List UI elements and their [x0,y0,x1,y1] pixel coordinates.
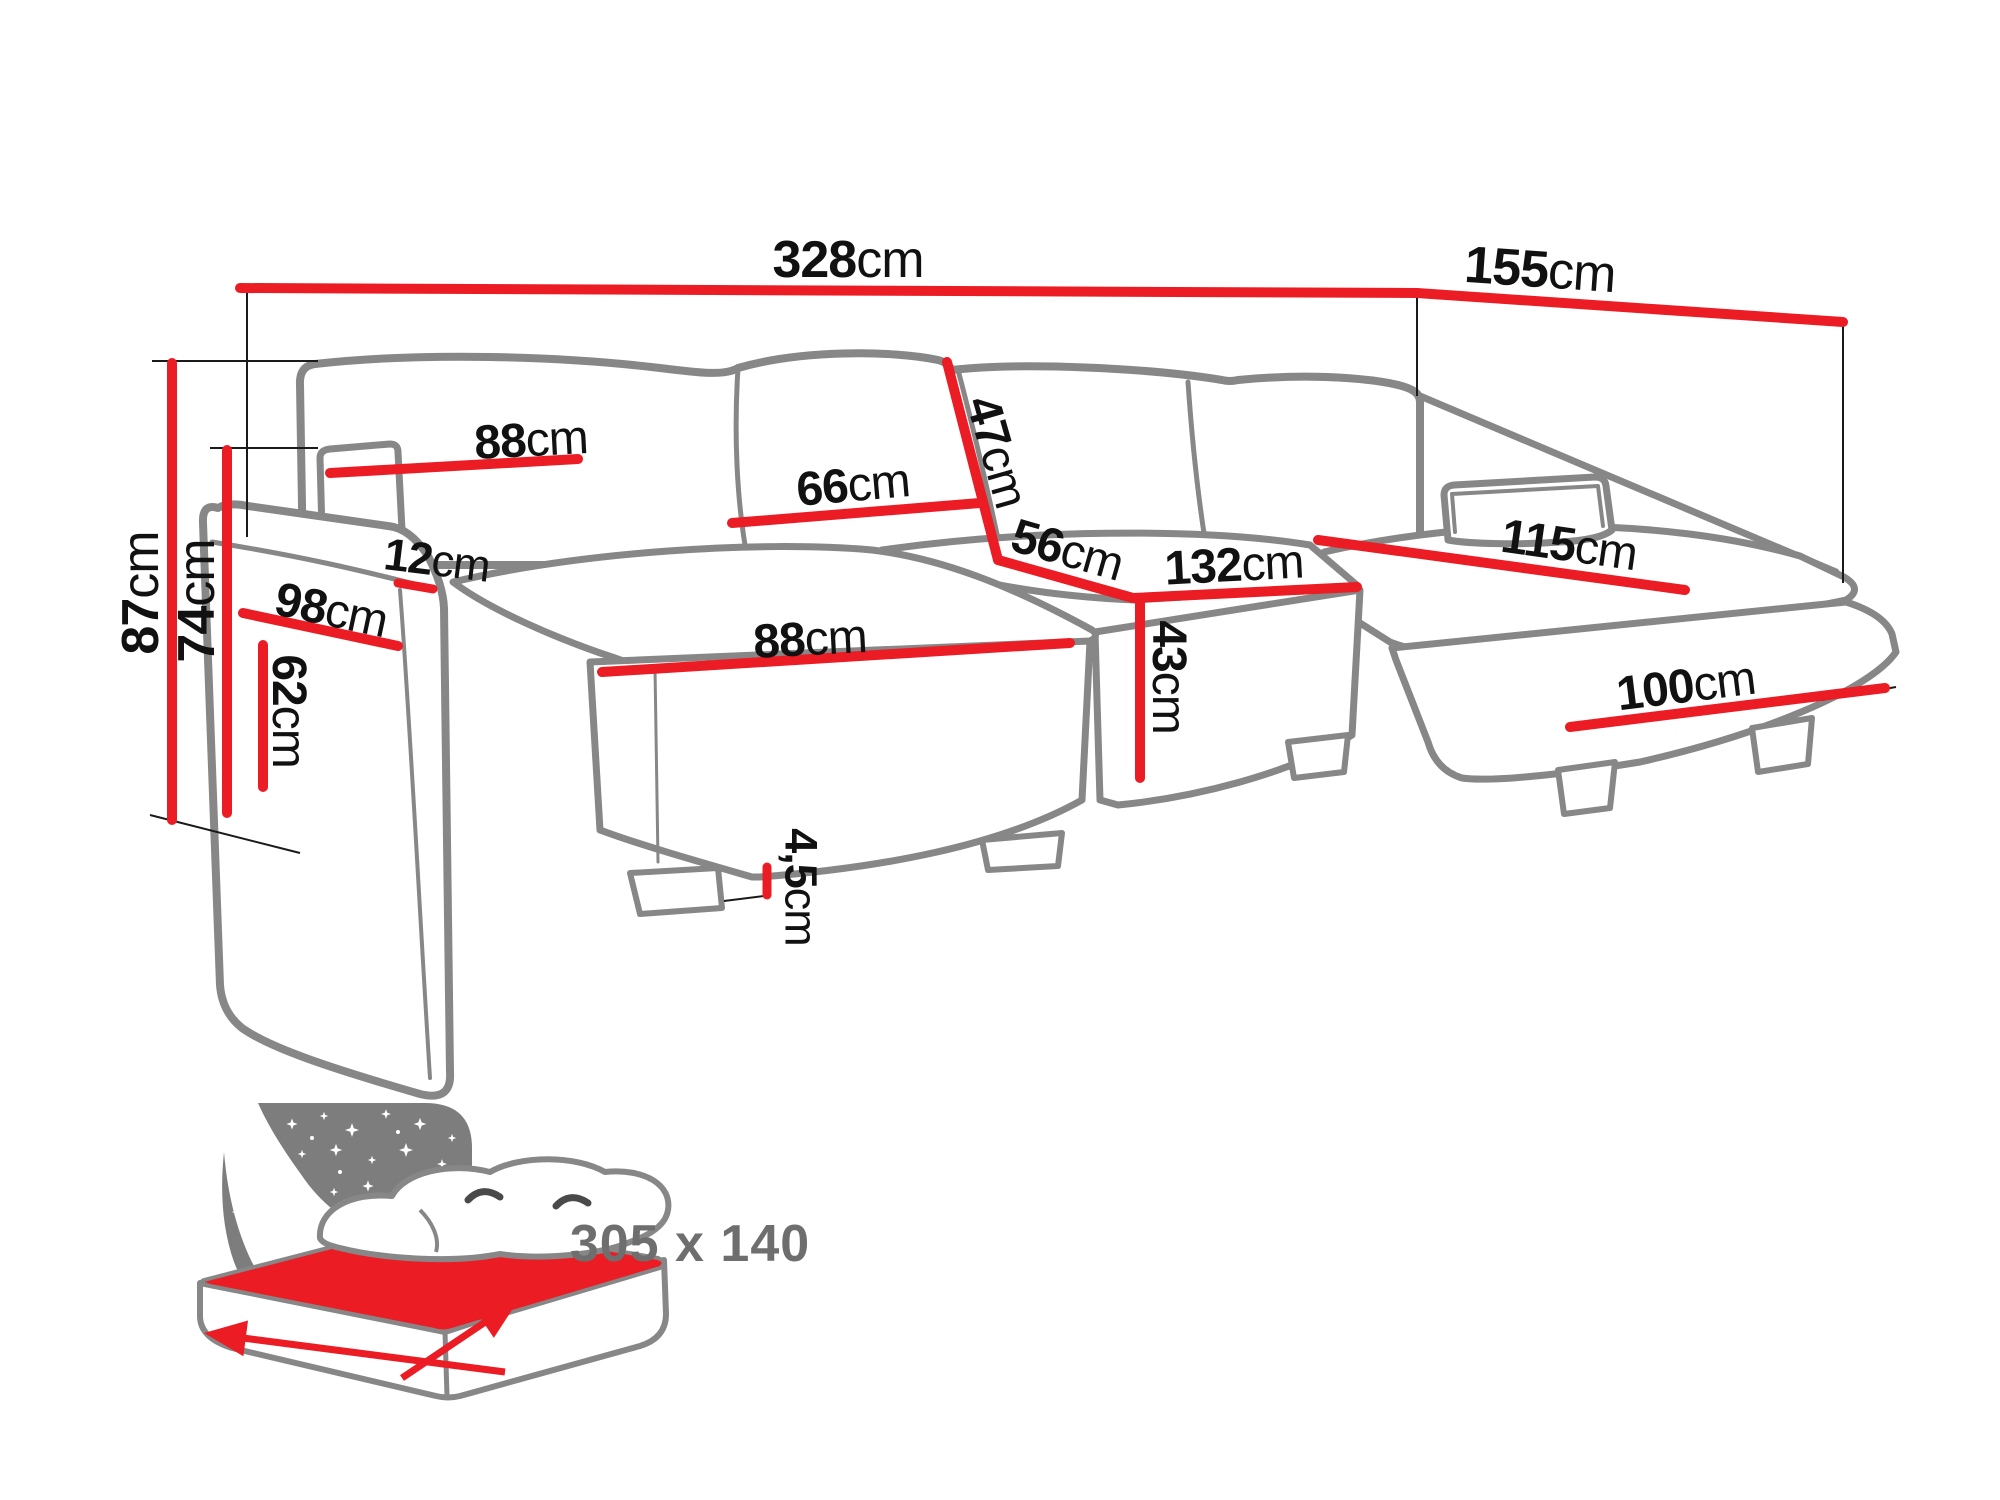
right-chaise-front [1388,598,1900,783]
sofa-outline [198,349,1900,1100]
dim-seat-height: 43cm [1142,620,1195,734]
dimension-line-chaise-depth [238,608,403,651]
dimension-line-back-cushion-height [942,357,1003,565]
dimension-line-right-chaise-width [1565,683,1890,732]
unfold-arrow-left [204,1320,506,1376]
dim-total-width: 328cm [772,231,924,289]
dim-armrest-top-width: 12cm [381,528,493,592]
right-chaise-cushion-seam [1450,484,1605,534]
dimension-line-back-cushion-width [325,454,583,478]
dim-back-cushion-width: 88cm [472,411,589,470]
blanket [316,1156,672,1263]
dimension-line-middle-back-cushion-width [727,498,985,528]
pillow-seam-1 [733,365,751,565]
right-back-edge [1416,392,1840,576]
dimension-lines [167,283,1890,900]
dim-total-height: 87cm [112,531,170,655]
dimension-line-armrest-top-width [393,578,438,594]
guide-leg-height [723,895,765,902]
unfold-arrow-right [400,1299,519,1381]
right-chaise-leg-1 [1555,759,1618,817]
right-chaise-leg-2 [1749,715,1815,775]
dim-middle-back-cushion-width: 66cm [794,454,912,517]
dimension-line-corner-seat-depth [993,555,1138,603]
dim-total-depth: 155cm [1462,235,1618,305]
blanket-fold-1 [464,1188,504,1204]
dimension-line-middle-seat-width [1128,582,1362,603]
left-chaise-front [586,637,1094,881]
armrest-inner-edge [398,588,432,1080]
blanket-fold-2 [552,1194,592,1210]
sleeping-function-icon [197,1103,672,1401]
dimension-line-right-chaise-length [1313,535,1690,595]
left-chaise-leg-1 [627,865,725,917]
dim-backrest-height: 74cm [168,539,226,663]
left-chaise-crease [653,666,660,864]
blanket-fold-3 [418,1208,439,1253]
dimension-line-left-chaise-width [597,638,1075,677]
dimension-line-total-width [235,283,1422,298]
sleeping-area-label: 305 x 140 [569,1215,811,1273]
dimension-line-total-depth [1412,288,1848,327]
dim-middle-seat-width: 132cm [1163,535,1305,596]
dim-left-chaise-width: 88cm [751,610,868,669]
left-chaise-leg-2 [979,830,1065,873]
dim-leg-height: 4,5cm [775,828,827,946]
dim-armrest-height: 62cm [262,654,315,768]
middle-leg [1285,732,1351,781]
